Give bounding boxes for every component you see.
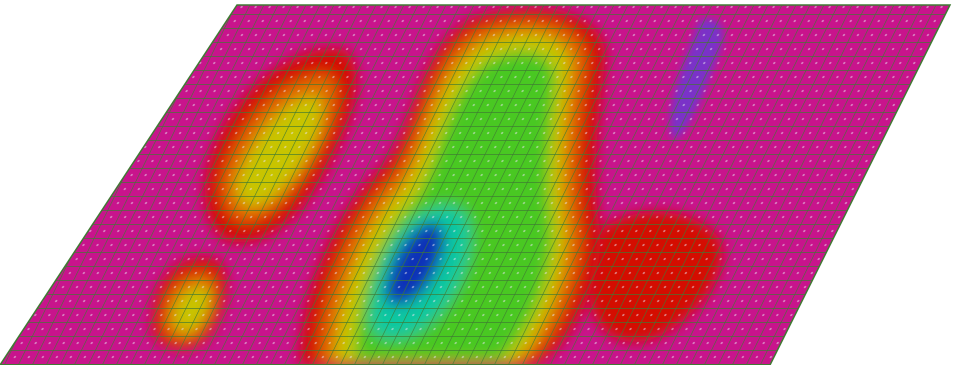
plate-outline bbox=[0, 4, 952, 365]
